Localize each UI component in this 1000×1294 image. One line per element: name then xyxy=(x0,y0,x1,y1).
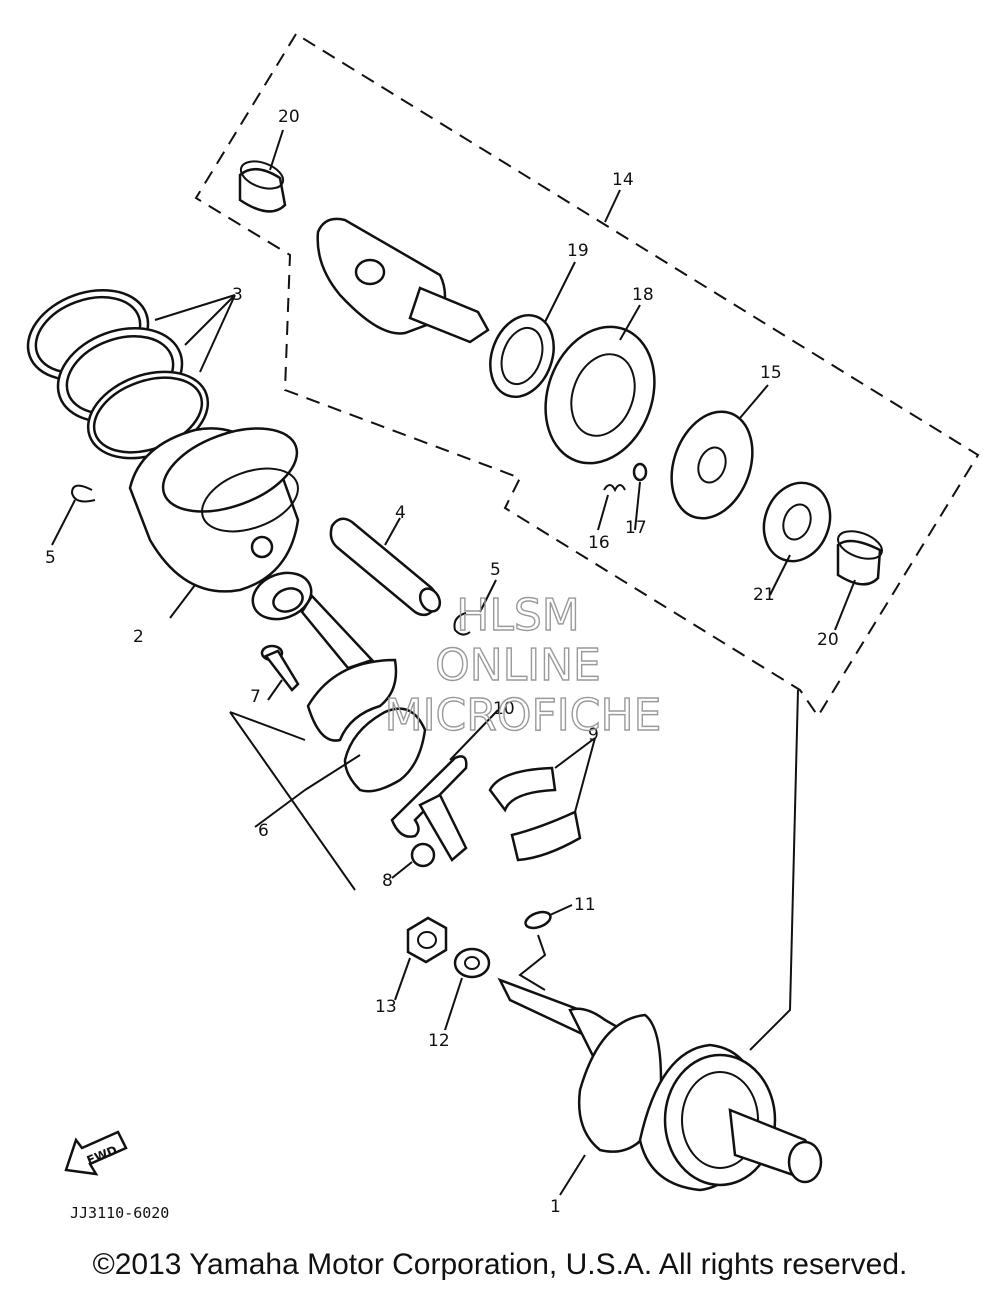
washer-part-19[interactable] xyxy=(479,306,564,405)
leader-lines xyxy=(51,129,856,1196)
nut-part-13[interactable] xyxy=(406,916,448,964)
spring-part-16[interactable] xyxy=(603,484,626,493)
bearing-part-21[interactable] xyxy=(753,473,841,570)
piston-pin-part[interactable] xyxy=(329,517,444,617)
callout-labels: 1 2 3 4 5 5 6 7 8 9 10 11 12 13 14 15 16… xyxy=(45,107,839,1217)
callout-5-right: 5 xyxy=(490,560,501,580)
nut-part-8[interactable] xyxy=(410,842,436,868)
assembly-boundary-dashed xyxy=(194,32,980,718)
fwd-arrow-marker: FWD xyxy=(64,1130,128,1176)
circlip-part-right[interactable] xyxy=(453,612,471,636)
callout-5-left: 5 xyxy=(45,548,56,568)
callout-20-top: 20 xyxy=(278,107,300,127)
gear-part-18[interactable] xyxy=(527,311,673,478)
callout-3: 3 xyxy=(232,285,243,305)
circlip-part-left[interactable] xyxy=(70,484,96,503)
bushing-part-20-right[interactable] xyxy=(834,526,885,586)
callout-7: 7 xyxy=(250,687,261,707)
key-part-11[interactable] xyxy=(523,909,552,931)
callout-21: 21 xyxy=(753,585,775,605)
crankshaft-part[interactable] xyxy=(497,977,823,1192)
callout-19: 19 xyxy=(567,241,589,261)
watermark: HLSM ONLINE MICROFICHE xyxy=(384,589,662,741)
connecting-rod-part[interactable] xyxy=(246,565,427,793)
callout-4: 4 xyxy=(395,503,406,523)
callout-8: 8 xyxy=(382,871,393,891)
callout-16: 16 xyxy=(588,533,610,553)
callout-2: 2 xyxy=(133,627,144,647)
watermark-line3: MICROFICHE xyxy=(385,690,662,741)
callout-15: 15 xyxy=(760,363,782,383)
callout-9: 9 xyxy=(588,725,599,745)
damper-part-15[interactable] xyxy=(657,400,766,529)
callout-13: 13 xyxy=(375,997,397,1017)
drawing-code: JJ3110-6020 xyxy=(70,1204,169,1222)
pin-part-17[interactable] xyxy=(632,462,648,482)
bolt-part[interactable] xyxy=(260,644,300,692)
copyright-footer: ©2013 Yamaha Motor Corporation, U.S.A. A… xyxy=(92,1248,908,1281)
callout-12: 12 xyxy=(428,1031,450,1051)
callout-6: 6 xyxy=(258,821,269,841)
callout-17: 17 xyxy=(625,518,647,538)
balancer-shaft-part[interactable] xyxy=(316,217,490,344)
bearing-part-9[interactable] xyxy=(488,766,582,862)
callout-18: 18 xyxy=(632,285,654,305)
watermark-line2: ONLINE xyxy=(435,640,601,691)
bracket-part-10[interactable] xyxy=(390,755,468,862)
bushing-part-20-top[interactable] xyxy=(237,156,287,213)
washer-part-12[interactable] xyxy=(453,947,491,979)
callout-14: 14 xyxy=(612,170,634,190)
callout-11: 11 xyxy=(574,895,596,915)
piston-part[interactable] xyxy=(128,412,308,593)
watermark-line1: HLSM xyxy=(456,590,580,641)
callout-10: 10 xyxy=(493,699,515,719)
callout-1: 1 xyxy=(550,1197,561,1217)
callout-20-right: 20 xyxy=(817,630,839,650)
